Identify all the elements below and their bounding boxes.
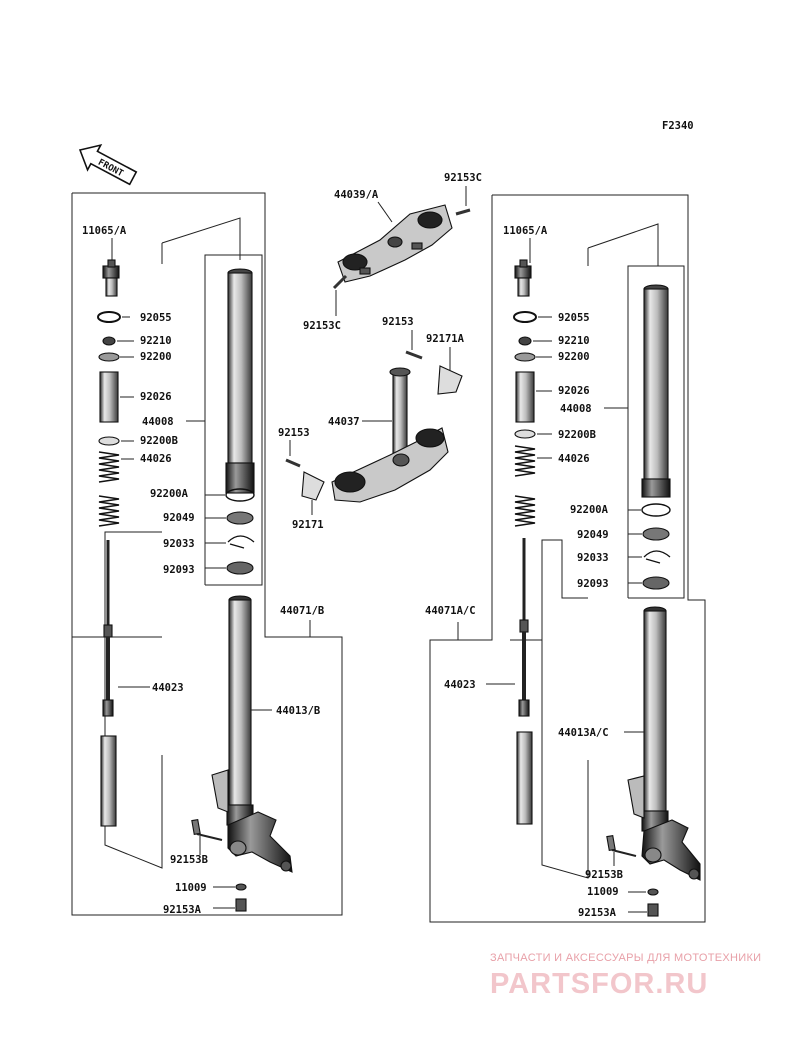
right-label-gasket: 11009 <box>587 886 619 898</box>
right-label-cap: 11065/A <box>503 225 548 237</box>
left-label-cap: 11065/A <box>82 225 127 237</box>
right-label-oil-seal: 92049 <box>577 529 609 541</box>
left-label-dust-seal: 92093 <box>163 564 195 576</box>
left-label-bolt: 92153B <box>170 854 208 866</box>
right-label-nut: 92210 <box>558 335 590 347</box>
left-oil-seal-icon <box>226 511 254 525</box>
right-label-bolt: 92153B <box>585 869 623 881</box>
left-label-washer: 92200 <box>140 351 172 363</box>
left-label-nut: 92210 <box>140 335 172 347</box>
upper-triple-clamp-icon <box>337 204 453 283</box>
figure-code: F2340 <box>662 120 694 132</box>
right-label-drain-bolt: 92153A <box>578 907 617 919</box>
left-label-drain-bolt: 92153A <box>163 904 202 916</box>
right-oil-seal-icon <box>642 527 670 541</box>
right-label-circlip: 92033 <box>577 552 609 564</box>
left-drain-bolt-icon <box>235 898 247 912</box>
right-axle-bolt-icon <box>606 834 637 857</box>
watermark-brand: PARTSFOR.RU <box>490 968 708 1000</box>
left-damper-rod-icon <box>100 540 117 827</box>
upper-bolt-icon <box>455 208 471 216</box>
right-label-outer: 44013A/C <box>558 727 609 739</box>
right-washer-b-icon <box>514 429 536 439</box>
left-label-gasket: 11009 <box>175 882 207 894</box>
left-spring-icon <box>98 451 120 527</box>
label-stem: 44037 <box>328 416 360 428</box>
right-label-washer-b: 92200B <box>558 429 596 441</box>
right-label-assy: 44071A/C <box>425 605 476 617</box>
left-washer-icon <box>98 352 120 362</box>
label-upper-bolt: 92153C <box>444 172 482 184</box>
left-label-spring: 44026 <box>140 453 172 465</box>
upper-bolt-icon-2 <box>332 274 348 290</box>
left-label-oil-seal: 92049 <box>163 512 195 524</box>
right-label-dust-seal: 92093 <box>577 578 609 590</box>
right-fork-group: 11065/A 92055 92210 92200 92026 44008 92… <box>425 194 706 923</box>
left-circlip-icon <box>227 535 255 549</box>
left-inner-tube-icon <box>225 268 255 494</box>
right-drain-bolt-icon <box>647 903 659 917</box>
left-spacer-icon <box>99 371 119 423</box>
label-stem-bolt-2: 92153 <box>278 427 310 439</box>
right-circlip-icon <box>643 550 671 564</box>
right-label-washer-a: 92200A <box>570 504 609 516</box>
left-label-tube: 44008 <box>142 416 174 428</box>
bracket-icon-2 <box>301 471 325 501</box>
bracket-icon <box>437 365 463 395</box>
left-washer-a-icon <box>225 488 255 502</box>
right-label-washer: 92200 <box>558 351 590 363</box>
left-fork-group: 11065/A 92055 92210 92200 92026 44008 92… <box>71 192 343 916</box>
right-label-oring: 92055 <box>558 312 590 324</box>
stem-bolt-icon <box>405 350 423 360</box>
left-label-damper: 44023 <box>152 682 184 694</box>
left-label-outer: 44013/B <box>276 705 320 717</box>
right-gasket-icon <box>647 888 659 896</box>
right-label-spring: 44026 <box>558 453 590 465</box>
left-label-assy: 44071/B <box>280 605 324 617</box>
left-label-washer-b: 92200B <box>140 435 178 447</box>
left-oring-icon <box>97 311 121 323</box>
right-damper-rod-icon <box>516 538 533 825</box>
right-inner-tube-icon <box>641 284 671 498</box>
left-axle-bolt-icon <box>191 818 223 841</box>
left-label-oring: 92055 <box>140 312 172 324</box>
label-bracket: 92171A <box>426 333 465 345</box>
left-label-circlip: 92033 <box>163 538 195 550</box>
right-outer-tube-icon <box>627 606 701 881</box>
left-fork-cap-icon <box>102 259 120 297</box>
left-label-washer-a: 92200A <box>150 488 189 500</box>
right-spacer-icon <box>515 371 535 423</box>
label-upper-bolt-2: 92153C <box>303 320 341 332</box>
front-arrow-icon: FRONT <box>78 143 138 186</box>
right-spring-icon <box>514 445 536 527</box>
label-bracket-2: 92171 <box>292 519 324 531</box>
center-clamp-group: 44039/A 92153C 92153C 92153 92171A <box>278 172 482 531</box>
label-upper-clamp: 44039/A <box>334 189 379 201</box>
left-washer-b-icon <box>98 436 120 446</box>
right-label-spacer: 92026 <box>558 385 590 397</box>
right-fork-cap-icon <box>514 259 532 297</box>
watermark-tagline: ЗАПЧАСТИ И АКСЕССУАРЫ ДЛЯ МОТОТЕХНИКИ <box>490 952 761 964</box>
label-stem-bolt: 92153 <box>382 316 414 328</box>
right-washer-a-icon <box>641 503 671 517</box>
right-oring-icon <box>513 311 537 323</box>
left-nut-icon <box>102 336 116 346</box>
left-outer-tube-icon <box>211 595 293 873</box>
right-nut-icon <box>518 336 532 346</box>
left-dust-seal-icon <box>226 561 254 575</box>
right-dust-seal-icon <box>642 576 670 590</box>
left-gasket-icon <box>235 883 247 891</box>
right-label-damper: 44023 <box>444 679 476 691</box>
stem-bolt-icon-2 <box>285 458 301 468</box>
left-label-spacer: 92026 <box>140 391 172 403</box>
right-washer-icon <box>514 352 536 362</box>
right-label-tube: 44008 <box>560 403 592 415</box>
steering-stem-icon <box>331 367 449 503</box>
